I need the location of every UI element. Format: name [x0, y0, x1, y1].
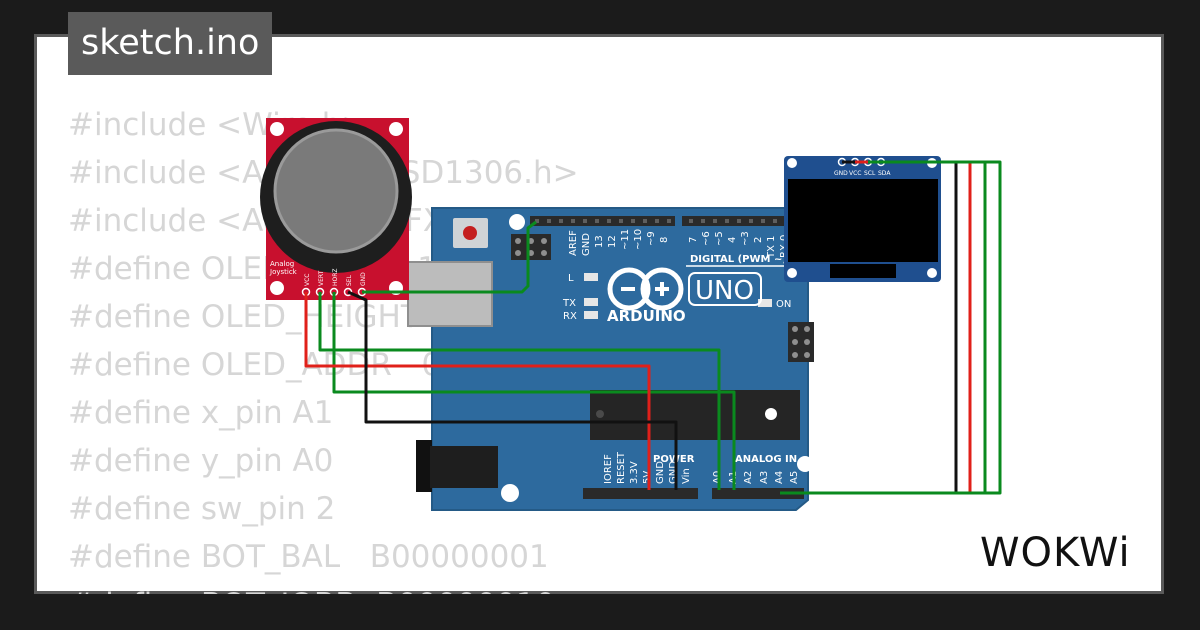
code-line: #define x_pin A1 — [68, 395, 334, 431]
oled-pin-gnd: GND — [834, 170, 848, 177]
code-line: #define sw_pin 2 — [68, 491, 336, 527]
joystick-pin-gnd: GND — [360, 272, 367, 286]
joystick-pin-horz: HORZ — [332, 268, 339, 286]
pin-label-13: 13 — [594, 235, 605, 248]
led-tx-label: TX — [562, 298, 576, 309]
wire-green — [332, 292, 736, 490]
pin-label-gnd: GND — [581, 233, 592, 256]
power-label: POWER — [653, 454, 695, 465]
wire-red — [304, 292, 651, 490]
mounting-hole — [509, 214, 525, 230]
wire-green — [362, 220, 537, 294]
wires — [304, 160, 1002, 495]
arduino-uno-board[interactable]: AREF GND 13 12 ~11 ~10 ~9 8 7 ~6 ~5 4 ~3… — [407, 207, 814, 511]
pin-label-7: 7 — [688, 237, 699, 243]
code-line: #define y_pin A0 — [68, 443, 334, 479]
pin-label-9: ~9 — [646, 231, 657, 246]
wokwi-logo-text: WOKWi — [980, 530, 1131, 576]
pin-label-tx: TX 1 — [766, 236, 777, 260]
oled-screen — [788, 179, 938, 262]
pin-label-2: 2 — [753, 237, 764, 243]
arduino-logo-icon — [607, 267, 684, 311]
pin-label-a5: A5 — [789, 471, 800, 484]
board-model: UNO — [695, 276, 754, 306]
pin-label-vin: Vin — [681, 468, 692, 484]
led-l — [584, 273, 598, 281]
bottom-border-mask — [34, 594, 1200, 630]
mounting-hole — [797, 456, 813, 472]
led-tx — [584, 298, 598, 306]
joystick-pin-vcc: VCC — [304, 274, 311, 286]
wire-black — [347, 290, 678, 490]
pin-label-aref: AREF — [568, 230, 579, 256]
oled-pin-vcc: VCC — [849, 170, 861, 177]
led-l-label: L — [568, 273, 574, 284]
power-jack — [416, 440, 498, 492]
pin-label-reset: RESET — [616, 451, 627, 484]
pin-label-a3: A3 — [759, 471, 770, 484]
wire-green — [318, 292, 721, 490]
oled-ribbon — [830, 264, 896, 278]
pin-label-5: ~5 — [714, 231, 725, 246]
led-on — [758, 299, 772, 307]
pin-label-6: ~6 — [701, 231, 712, 246]
power-header — [583, 488, 698, 499]
oled-display[interactable]: GND VCC SCL SDA — [784, 156, 941, 282]
analog-in-label: ANALOG IN — [735, 454, 797, 465]
file-name-tab[interactable]: sketch.ino — [68, 12, 273, 75]
mounting-hole — [501, 484, 519, 502]
usb-port — [407, 261, 493, 327]
pin-label-3v3: 3.3V — [629, 461, 640, 484]
pin-label-10: ~10 — [633, 229, 644, 250]
joystick-knob[interactable] — [273, 128, 399, 254]
led-on-label: ON — [776, 299, 791, 310]
joystick-label: Analog — [270, 260, 294, 268]
pin-label-11: ~11 — [620, 229, 631, 250]
atmega-chip — [590, 390, 800, 440]
led-rx-label: RX — [563, 311, 577, 322]
joystick-pin-sel: SEL — [346, 274, 353, 286]
pin-label-gnd-2: GND — [668, 461, 679, 484]
pin-label-gnd-1: GND — [655, 461, 666, 484]
icsp-header — [511, 234, 551, 260]
digital-pwm-label: DIGITAL (PWM ~) — [690, 254, 787, 265]
pin-label-ioref: IOREF — [603, 454, 614, 484]
joystick-pin-vert: VERT — [318, 270, 325, 286]
code-line: #define BOT_BAL B00000001 — [68, 539, 549, 575]
oled-pin-scl: SCL — [864, 170, 876, 177]
pin-label-a4: A4 — [774, 471, 785, 484]
pin-label-3: ~3 — [740, 231, 751, 246]
wire-green — [795, 160, 1002, 495]
icsp-header-2 — [788, 322, 814, 362]
led-rx — [584, 311, 598, 319]
analog-joystick[interactable]: Analog Joystick VCC VERT HORZ SEL GND — [260, 118, 412, 300]
oled-pin-sda: SDA — [878, 170, 891, 177]
pin-label-4: 4 — [727, 237, 738, 243]
wokwi-logo: WOKWi — [980, 530, 1131, 576]
joystick-label: Joystick — [269, 268, 298, 276]
reset-button-cap — [463, 226, 477, 240]
analog-header — [712, 488, 804, 499]
board-brand: ARDUINO — [607, 307, 686, 325]
digital-header-left — [530, 216, 675, 226]
pin-label-12: 12 — [607, 235, 618, 248]
pin-label-a2: A2 — [743, 471, 754, 484]
pin-label-8: 8 — [659, 237, 670, 243]
digital-header-right — [682, 216, 784, 226]
